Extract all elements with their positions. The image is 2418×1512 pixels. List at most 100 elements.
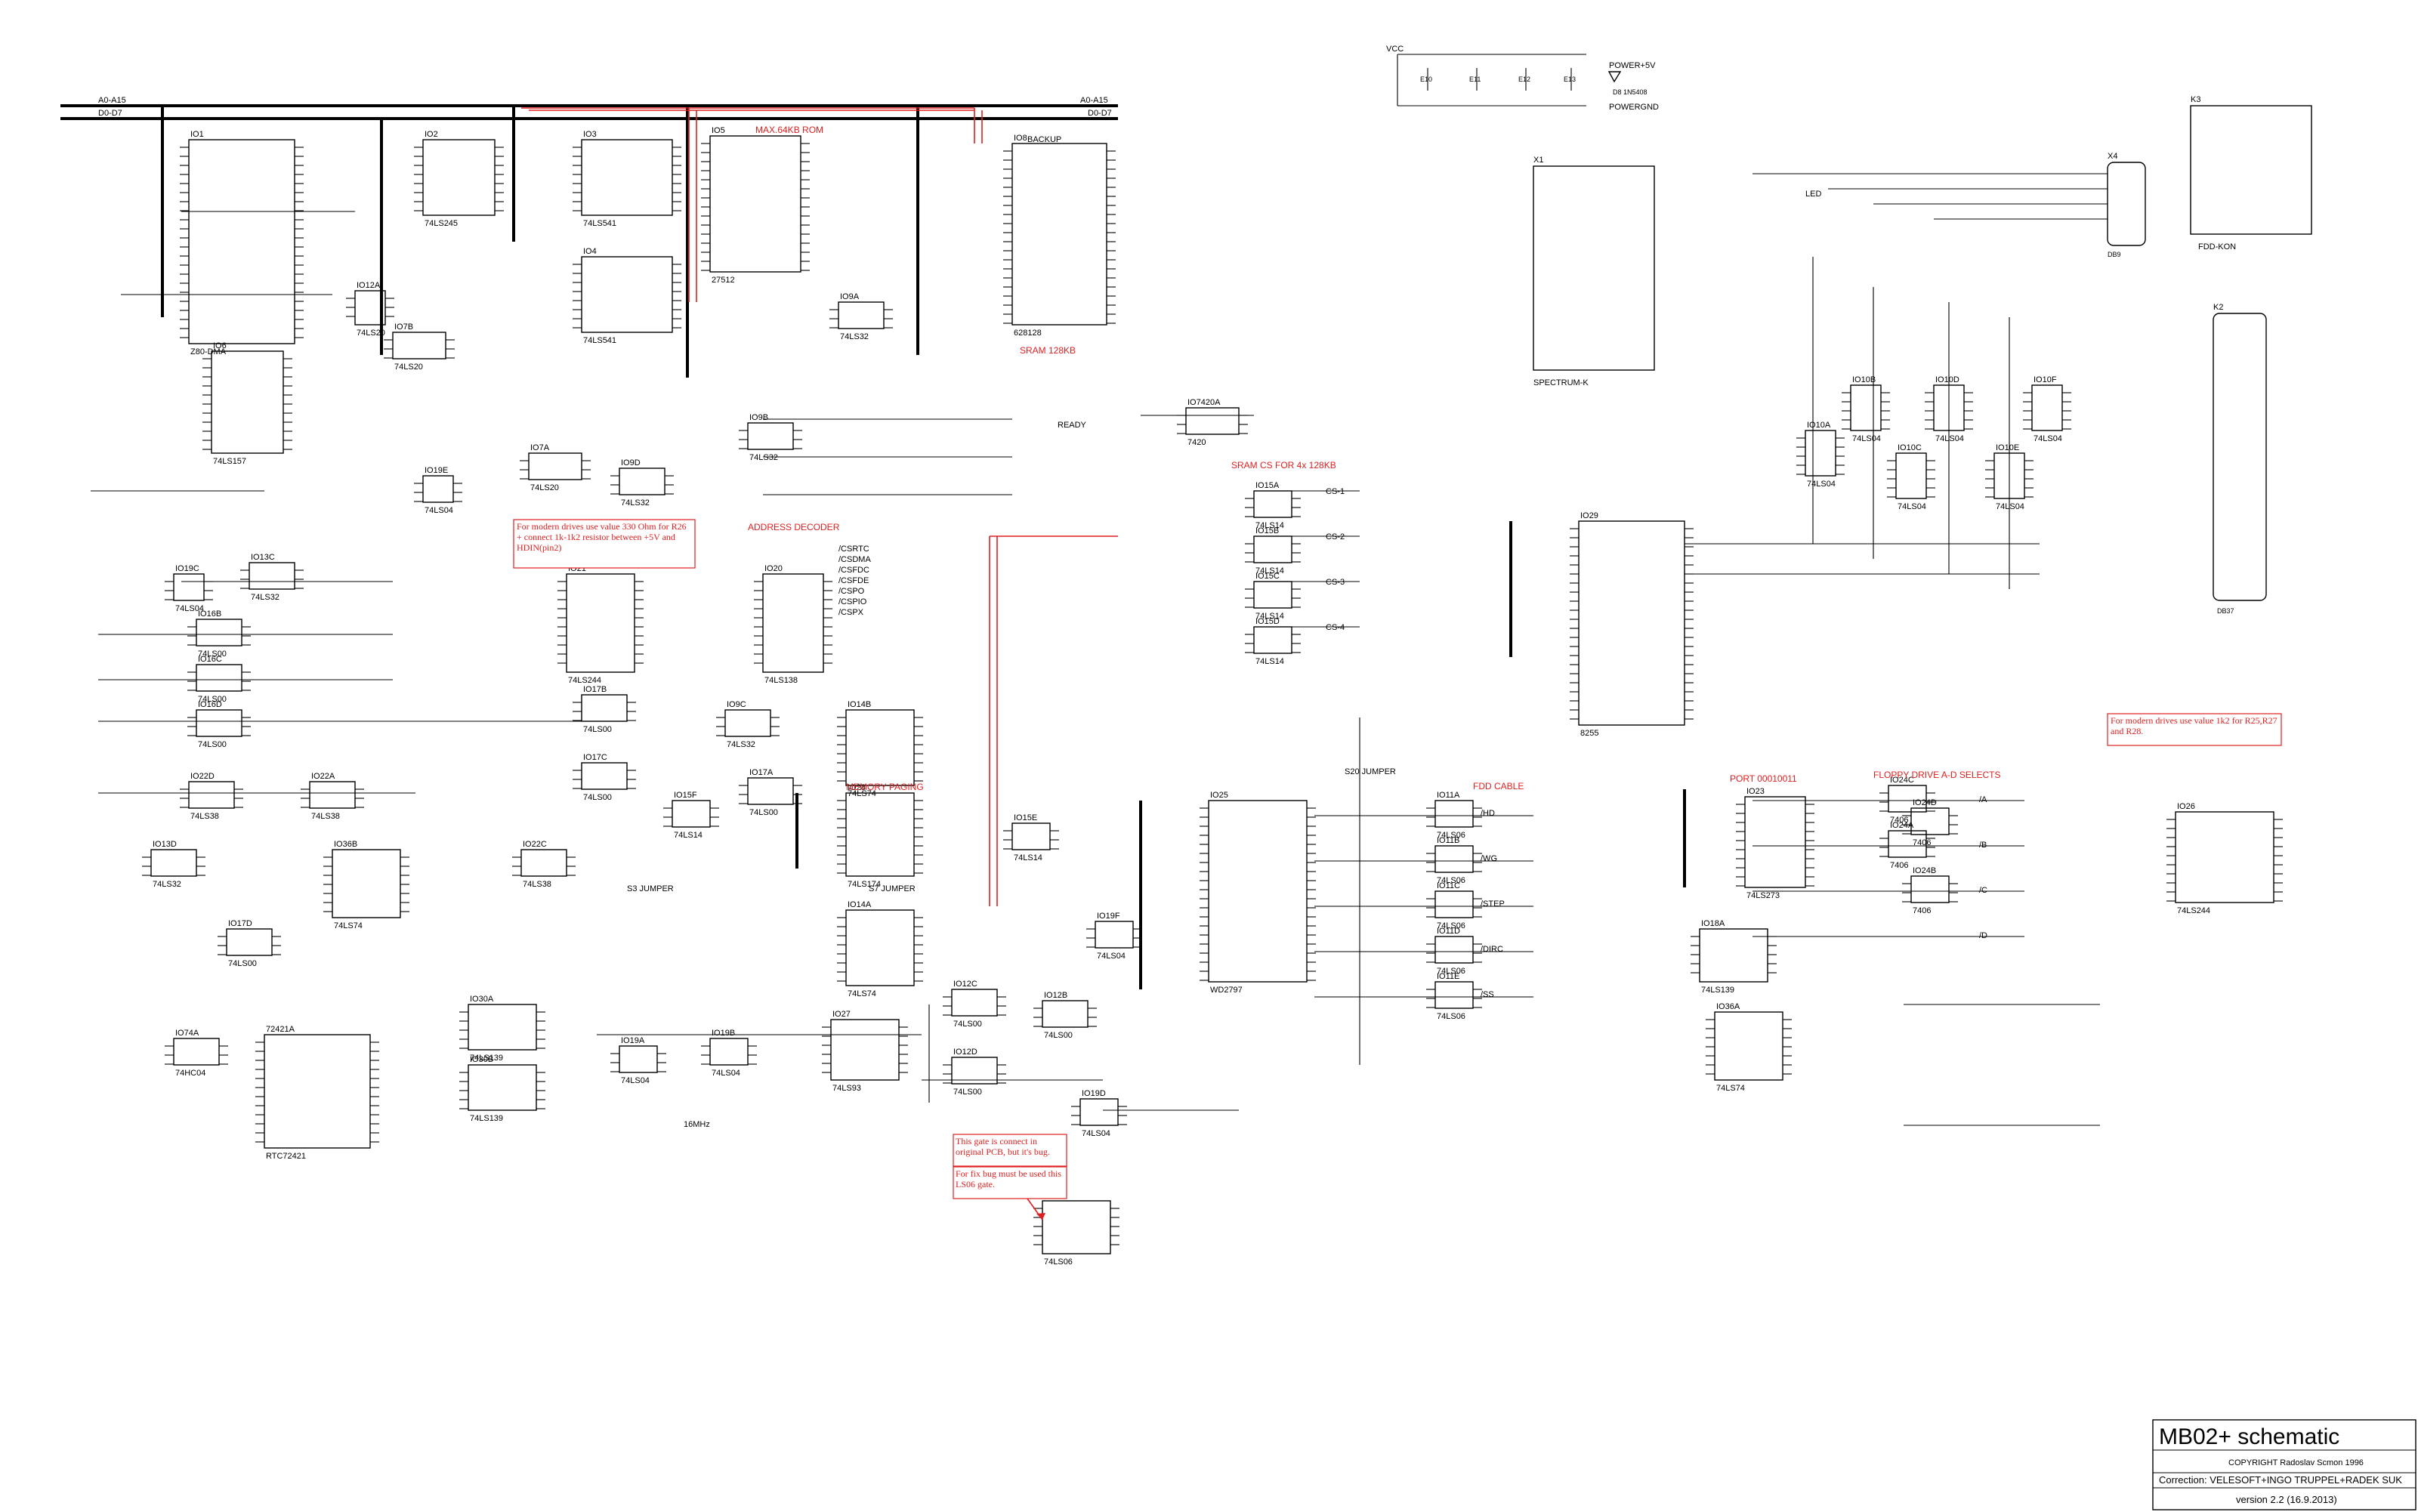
chip-id-label: IO15A (1255, 481, 1280, 490)
sram-cs-signal: CS-2 (1326, 532, 1345, 542)
chip-id-label: IO3 (583, 130, 597, 139)
chip-part-label: 74LS93 (832, 1084, 861, 1093)
chip-id-label: IO74A (175, 1029, 199, 1038)
chip-part-label: 74LS139 (470, 1114, 503, 1123)
chip-part-label: 74LS04 (1852, 434, 1881, 443)
address-bus-label-right: A0-A15 (1080, 96, 1108, 105)
chip-part-label: 74LS00 (583, 793, 612, 802)
chip-io11e: IO11E 74LS06 (1426, 972, 1482, 1021)
chip-part-label: 74LS00 (228, 959, 257, 968)
chip-id-label: IO29 (1580, 511, 1598, 520)
connector-k3-fdd: FDD-KON (2190, 105, 2312, 251)
sram-cs-header: SRAM CS FOR 4x 128KB (1231, 460, 1336, 471)
note-r25-text: For modern drives use value 1k2 for R25,… (2111, 715, 2277, 736)
power-5v-label: POWER+5V (1609, 61, 1656, 70)
chip-part-label: Z80-DMA (190, 347, 227, 356)
address-decoder-header: ADDRESS DECODER (748, 522, 840, 532)
note-bug: This gate is connect in original PCB, bu… (953, 1134, 1067, 1167)
chip-id-label: IO11D (1437, 927, 1460, 936)
note-r25: For modern drives use value 1k2 for R25,… (2107, 713, 2282, 746)
sram-header: SRAM 128KB (1020, 345, 1076, 356)
decoder-output-signal: /CSPO (838, 587, 865, 596)
chip-id-label: IO36A (1716, 1002, 1740, 1011)
chip-part-label: 74LS14 (1255, 657, 1284, 666)
chip-part-label: 7406 (1913, 906, 1931, 915)
decoder-output-signal: /CSFDC (838, 566, 869, 575)
chip-part-label: 74LS04 (1996, 502, 2024, 511)
chip-id-label: IO25 (1210, 791, 1228, 800)
chip-id-label: IO23 (1746, 787, 1765, 796)
decoder-output-signal: /CSPX (838, 608, 864, 617)
chip-id-label: IO30A (470, 995, 494, 1004)
version-text: version 2.2 (16.9.2013) (2236, 1494, 2337, 1505)
jumper-s3: S3 JUMPER (627, 884, 674, 893)
chip-part-label: 74LS14 (1255, 612, 1284, 621)
address-bus-label: A0-A15 (98, 96, 126, 105)
sram-cs-signal: CS-1 (1326, 487, 1345, 496)
svg-text:E10: E10 (1420, 76, 1432, 83)
chip-part-label: 74LS14 (1014, 853, 1042, 862)
chip-id-label: IO18A (1701, 919, 1725, 928)
chip-part-label: 74LS174 (848, 880, 881, 889)
decoder-output-signal: /CSDMA (838, 555, 871, 564)
chip-id-label: IO36B (334, 840, 357, 849)
chip-id-label: IO15B (1255, 526, 1279, 535)
chip-id-label: IO10A (1807, 421, 1831, 430)
chip-id-label: IO27 (832, 1010, 851, 1019)
chip-part-label: 7406 (1913, 838, 1931, 847)
chip-id-label: IO30B (470, 1055, 493, 1064)
chip-id-label: IO11B (1437, 836, 1459, 845)
main-buses (60, 104, 1686, 989)
chip-id-label: IO13D (153, 840, 177, 849)
note-fix-text: For fix bug must be used this LS06 gate. (956, 1168, 1061, 1190)
chip-part-label: 74LS74 (1716, 1084, 1745, 1093)
schematic-title: MB02+ schematic (2159, 1424, 2339, 1449)
chip-part-label: 74LS244 (2177, 906, 2210, 915)
chip-part-label: 7420 (1187, 438, 1206, 447)
fdd-output-signal: /HD (1481, 809, 1495, 818)
rom-address-bus-red (521, 107, 1118, 906)
ready-signal: READY (1058, 421, 1087, 430)
chip-part-label: 74LS06 (1437, 876, 1465, 885)
chip-id-label: IO7420A (1187, 398, 1221, 407)
chip-io7420a: IO7420A 7420 (1177, 398, 1248, 447)
fdd-output-signal: /SS (1481, 990, 1494, 999)
chip-part-label: 74LS00 (198, 695, 227, 704)
chip-id-label: IO5 (712, 126, 725, 135)
connector-id-label: K2 (2213, 303, 2223, 312)
data-bus-label-right: D0-D7 (1088, 109, 1112, 118)
sram-cs-signal: CS-3 (1326, 578, 1345, 587)
chip-part-label: 74LS139 (470, 1054, 503, 1063)
chip-id-label: IO12D (953, 1048, 977, 1057)
chip-id-label: IO19D (1082, 1089, 1106, 1098)
chip-id-label: IO19E (425, 466, 448, 475)
chip-part-label: 74LS20 (530, 483, 559, 492)
chip-id-label: IO12A (357, 281, 381, 290)
drive-select-signal: /C (1979, 886, 1987, 895)
chip-part-label: 74LS06 (1437, 1012, 1465, 1021)
chip-id-label: IO11E (1437, 972, 1459, 981)
chip-id-label: IO11A (1437, 791, 1460, 800)
